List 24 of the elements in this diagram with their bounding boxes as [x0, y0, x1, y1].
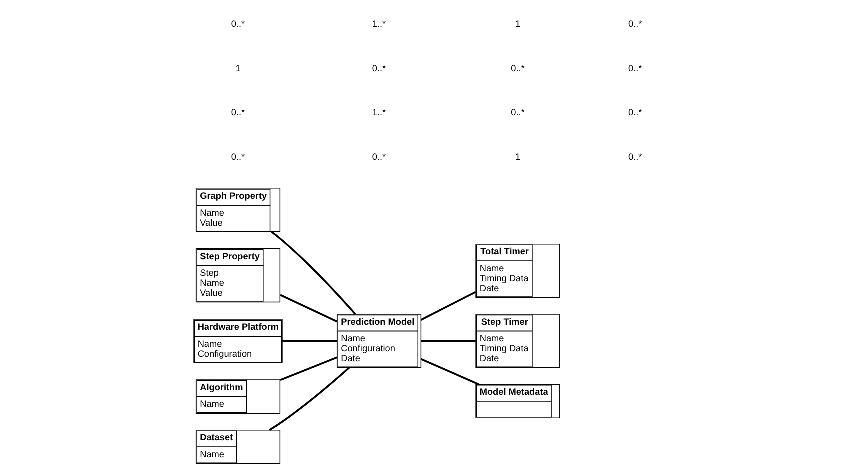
connector: [420, 291, 476, 321]
label: 1..*: [372, 108, 386, 118]
label: 0..*: [231, 152, 246, 162]
label: 0..*: [372, 63, 386, 74]
label: 1: [236, 63, 241, 74]
label: 0..*: [628, 19, 642, 30]
label: 0..*: [628, 152, 642, 162]
connector: [280, 294, 338, 323]
connector: [282, 340, 338, 342]
label: 1: [515, 19, 521, 30]
connector: [420, 358, 480, 386]
connector: [421, 340, 476, 342]
label: 0..*: [628, 108, 642, 118]
label: 0..*: [511, 108, 525, 118]
connector: [280, 356, 338, 382]
label: 0..*: [231, 19, 246, 30]
label: 1: [515, 152, 521, 162]
label: 1..*: [372, 19, 386, 30]
label: 0..*: [372, 152, 386, 162]
connector: [269, 367, 350, 432]
label: 0..*: [511, 63, 525, 74]
connector: [271, 231, 356, 315]
label: 0..*: [231, 108, 246, 118]
label: 0..*: [628, 63, 642, 74]
